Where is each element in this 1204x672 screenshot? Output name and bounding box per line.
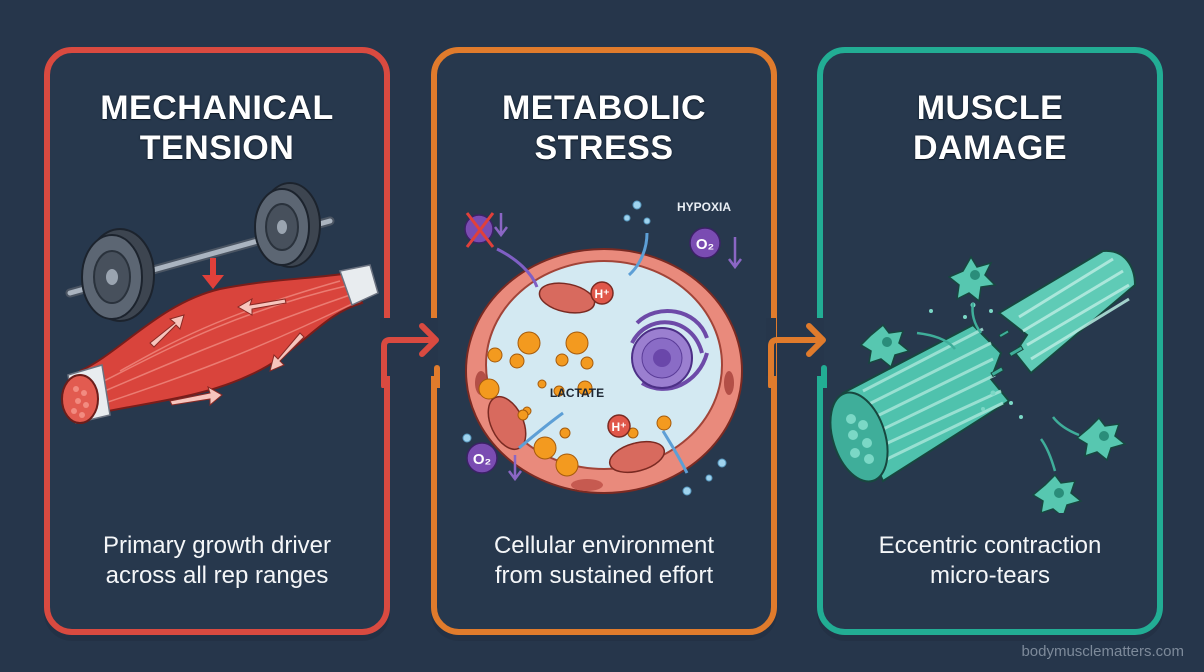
title-line: DAMAGE (912, 129, 1068, 167)
svg-text:H⁺: H⁺ (595, 287, 610, 301)
svg-text:LACTATE: LACTATE (550, 386, 604, 400)
torn-muscle-fiber-icon (829, 249, 1137, 513)
description-line: across all rep ranges (105, 562, 329, 589)
svg-text:H⁺: H⁺ (612, 420, 627, 434)
panel-description: Cellular environment from sustained effo… (437, 531, 771, 591)
title-line: METABOLIC (501, 89, 707, 127)
description-line: Primary growth driver (102, 532, 332, 559)
svg-text:HYPOXIA: HYPOXIA (677, 200, 731, 214)
panel-description: Eccentric contraction micro-tears (823, 531, 1157, 591)
arrow-right-icon (381, 323, 440, 388)
watermark: bodymusclematters.com (1021, 643, 1184, 660)
barbell-over-muscle-icon (61, 182, 379, 424)
panel-metabolic-stress: METABOLIC STRESS (431, 47, 777, 635)
panel-title: METABOLIC STRESS (437, 88, 771, 168)
panel-title: MUSCLE DAMAGE (823, 88, 1157, 168)
description-line: Cellular environment (493, 532, 715, 559)
panel-muscle-damage: MUSCLE DAMAGE (817, 47, 1163, 635)
svg-text:O₂: O₂ (696, 236, 714, 253)
panel-title: MECHANICAL TENSION (50, 88, 384, 168)
title-line: MECHANICAL (100, 89, 334, 127)
arrow-right-icon (768, 323, 827, 388)
title-line: MUSCLE (916, 89, 1064, 127)
muscle-cell-icon: H⁺ H⁺ LACTATE O₂ O₂ HYPOXIA (462, 200, 743, 496)
description-line: from sustained effort (494, 562, 714, 589)
title-line: STRESS (534, 129, 674, 167)
svg-text:O₂: O₂ (473, 451, 491, 468)
description-line: Eccentric contraction (878, 532, 1102, 559)
panel-description: Primary growth driver across all rep ran… (50, 531, 384, 591)
title-line: TENSION (139, 129, 295, 167)
description-line: micro-tears (929, 562, 1050, 589)
panel-mechanical-tension: MECHANICAL TENSION (44, 47, 390, 635)
